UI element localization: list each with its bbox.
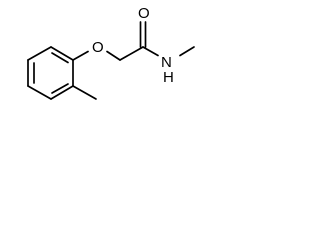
ring-oxygen-bond [72,50,89,61]
oxygen-ch2-bond [106,50,121,61]
ring-bond [50,85,74,100]
benzene-ring [27,46,74,100]
carbonyl-oxygen-label: O [138,5,150,22]
ring-double-bond [51,52,69,64]
amide-nitrogen-label: N [161,54,172,71]
ring-bond [27,46,52,61]
ring-bond [50,46,74,61]
ch2-carbonyl-bond [119,46,144,61]
amide-hydrogen-label: H [163,69,174,86]
molecule-structure: O O N H [27,5,195,100]
ring-double-bond [51,83,69,94]
carbonyl-double-bond [139,21,147,48]
carbonyl-nitrogen-bond [142,46,159,57]
methyl-bond [72,85,97,100]
ether-oxygen-label: O [92,39,104,56]
ring-bond [27,85,52,100]
nitrogen-methyl-bond [179,46,195,57]
